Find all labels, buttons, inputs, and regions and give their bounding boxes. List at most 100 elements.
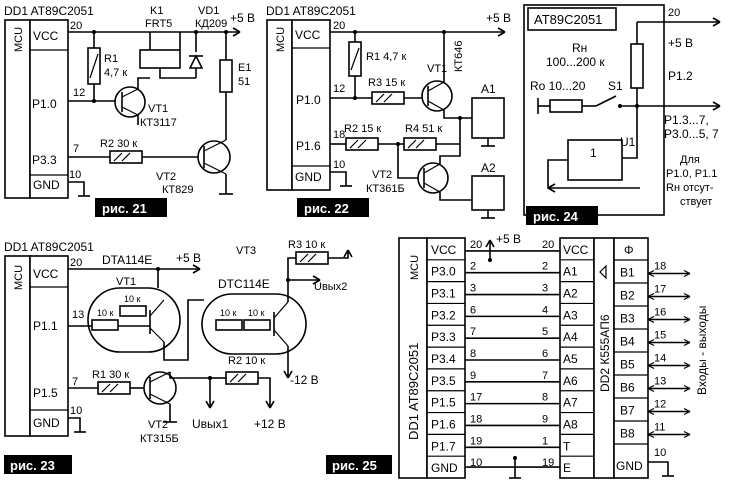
fig24-ports-1: P1.3...7, bbox=[664, 113, 709, 127]
fig24-title: AT89C2051 bbox=[534, 12, 602, 27]
fig25-dd2-gnd-pin: 10 bbox=[654, 447, 666, 459]
fig25-b-pinnum-4: 14 bbox=[654, 353, 666, 365]
figure-21: DD1 AT89C2051 MCU VCC P1.0 P3.3 GND 20 1… bbox=[4, 4, 255, 217]
fig25-buffer-icon bbox=[599, 264, 607, 280]
fig22-a2-label: A2 bbox=[481, 161, 496, 175]
fig21-vt2 bbox=[197, 140, 231, 174]
fig22-vt1-type: КТ646 bbox=[453, 41, 465, 72]
fig23-vcc: VCC bbox=[33, 267, 59, 281]
fig23-p15: P1.5 bbox=[33, 386, 58, 400]
fig22-mcu-strip bbox=[266, 19, 293, 191]
fig24-rn bbox=[630, 43, 644, 89]
fig24-u1-gate: 1 bbox=[590, 146, 597, 160]
fig25-mcu-pin-0: VCC bbox=[431, 243, 457, 257]
fig23-vt2-label: VT2 bbox=[148, 419, 168, 431]
fig23-vt1 bbox=[87, 287, 181, 353]
fig21-vt1-label: VT1 bbox=[148, 103, 168, 115]
fig25-mcu-pinnum-5: 8 bbox=[470, 348, 476, 360]
fig25-dd2-pin-4: A4 bbox=[563, 330, 578, 344]
fig24-u1-label: U1 bbox=[620, 135, 636, 149]
fig22-pin-10: 10 bbox=[333, 159, 345, 171]
fig21-pin-10: 10 bbox=[69, 169, 81, 181]
fig23-r2-label: R2 10 к bbox=[228, 355, 265, 367]
fig22-vt2-label: VT2 bbox=[372, 169, 392, 181]
fig25-dd2-pinnum-8: 9 bbox=[542, 413, 548, 425]
fig25-io-label: Входы - выходы bbox=[695, 306, 709, 395]
fig21-mcu-title: DD1 AT89C2051 bbox=[4, 4, 94, 18]
fig22-pin-18: 18 bbox=[333, 129, 345, 141]
fig24-note-2: P1.0, P1.1 bbox=[666, 168, 717, 180]
fig24-caption-box bbox=[526, 206, 598, 225]
fig25-vcc-label: +5 В bbox=[496, 232, 521, 246]
fig22-p10: P1.0 bbox=[296, 93, 321, 107]
fig23-m12: -12 В bbox=[290, 373, 319, 387]
fig23-r10d-label: 10 к bbox=[248, 308, 265, 318]
fig21-vt1 bbox=[114, 86, 146, 118]
fig25-dd2-label: DD2 К555АП6 bbox=[598, 314, 612, 392]
fig22-pin-12: 12 bbox=[333, 83, 345, 95]
fig25-dd2-pin-3: A3 bbox=[563, 308, 578, 322]
fig24-ports-2: P3.0...5, 7 bbox=[664, 127, 719, 141]
fig22-caption: рис. 22 bbox=[304, 201, 349, 216]
fig23-p12: +12 В bbox=[254, 417, 286, 431]
fig21-vd1: VD1 bbox=[198, 5, 219, 17]
fig24-note-3: Rн отсут- bbox=[666, 182, 714, 194]
fig23-pin-13: 13 bbox=[72, 309, 84, 321]
fig23-vcc-label: +5 В bbox=[176, 251, 201, 265]
fig21-r1-label: R1 bbox=[104, 53, 118, 65]
fig25-dd2-pin-1: A1 bbox=[563, 265, 578, 279]
fig22-a1-label: A1 bbox=[481, 82, 496, 96]
fig25-caption: рис. 25 bbox=[332, 458, 377, 473]
fig24-u1 bbox=[567, 139, 623, 181]
fig25-dd2-pinnum-2: 3 bbox=[542, 283, 548, 295]
fig24-vcc-label: +5 В bbox=[668, 36, 693, 50]
fig25-caption-box bbox=[326, 455, 392, 474]
fig23-r1-label: R1 30 к bbox=[92, 369, 129, 381]
fig21-e1-label: E1 bbox=[238, 62, 251, 74]
fig24-rn-label: Rн bbox=[572, 41, 587, 55]
fig25-dd2-pinnum-7: 8 bbox=[542, 392, 548, 404]
fig23-dtc: DTC114E bbox=[218, 277, 270, 291]
fig25-dd1-strip bbox=[398, 237, 428, 479]
fig25-mcu-pin-6: P3.5 bbox=[431, 374, 456, 388]
fig25-dd2-pinnum-4: 5 bbox=[542, 326, 548, 338]
fig21-caption-box bbox=[95, 198, 167, 217]
fig23-uout2: Uвых2 bbox=[314, 281, 347, 293]
fig22-a2 bbox=[471, 175, 505, 211]
fig21-mcu-label: MCU bbox=[13, 27, 25, 52]
fig24-chip-outline bbox=[523, 4, 665, 216]
fig25-mcu-pin-3: P3.2 bbox=[431, 308, 456, 322]
fig25-b-pinnum-7: 11 bbox=[654, 422, 665, 434]
fig22-vt2-type: КТ361Б bbox=[366, 183, 405, 195]
fig24-rn-val: 100...200 к bbox=[546, 55, 605, 69]
fig23-pin-10: 10 bbox=[70, 405, 82, 417]
fig23-r10c-label: 10 к bbox=[220, 308, 237, 318]
fig21-pin-20: 20 bbox=[70, 20, 82, 32]
fig21-k1: K1 bbox=[150, 5, 163, 17]
fig23-mcu-title: DD1 AT89C2051 bbox=[4, 240, 94, 254]
fig24-ro: Ro 10...20 bbox=[530, 79, 586, 93]
fig25-mcu-pinnum-9: 19 bbox=[470, 435, 482, 447]
fig21-r2-label: R2 30 к bbox=[100, 138, 137, 150]
fig25-b-pin-6: B7 bbox=[620, 404, 635, 418]
fig25-dd2-gnd: GND bbox=[616, 459, 643, 473]
fig21-r1-val: 4,7 к bbox=[104, 67, 127, 79]
fig25-dd2-pin-2: A2 bbox=[563, 287, 578, 301]
fig21-k1-coil bbox=[139, 49, 181, 69]
fig21-vcc-label: +5 В bbox=[230, 11, 255, 25]
fig25-b-pin-2: B3 bbox=[620, 312, 635, 326]
fig22-mcu-title: DD1 AT89C2051 bbox=[266, 4, 356, 18]
fig25-mcu-pinnum-1: 2 bbox=[470, 261, 476, 273]
fig25-mcu-pinnum-2: 3 bbox=[470, 283, 476, 295]
fig23-vt1-label: VT1 bbox=[116, 276, 136, 288]
fig23-r10b bbox=[119, 305, 147, 317]
fig25-phi-icon: Φ bbox=[624, 243, 634, 257]
fig22-vcc: VCC bbox=[295, 28, 321, 42]
fig25-b-pin-3: B4 bbox=[620, 335, 635, 349]
fig23-r10c bbox=[215, 319, 243, 331]
fig23-vt3-label: VT3 bbox=[236, 245, 256, 257]
fig25-mcu-pin-4: P3.3 bbox=[431, 330, 456, 344]
